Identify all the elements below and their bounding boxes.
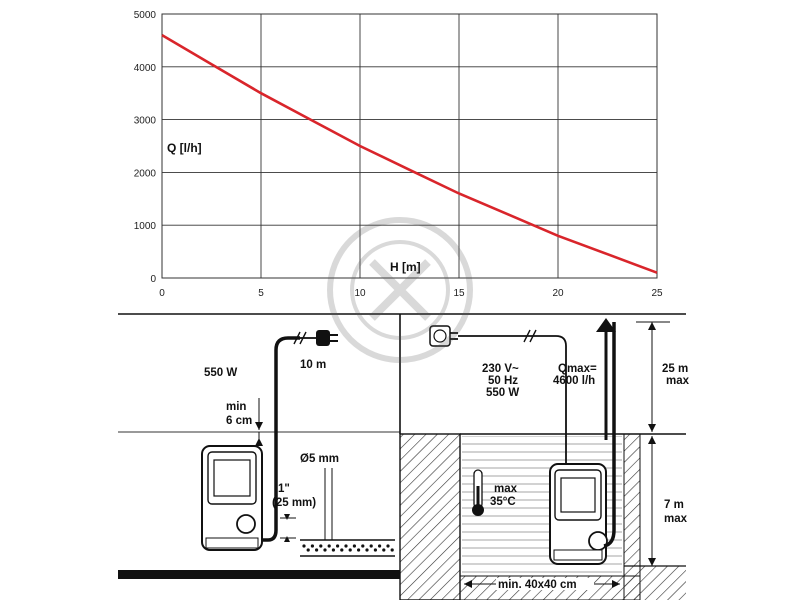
supply-label-line3: 550 W xyxy=(486,387,519,399)
min-depth-dimension xyxy=(255,398,263,446)
gravel-dot xyxy=(348,548,352,552)
gravel-dot xyxy=(373,548,377,552)
pit-width-dimension xyxy=(464,578,620,590)
head-label-line2: max xyxy=(666,375,690,387)
socket-icon xyxy=(429,325,458,347)
gravel-dot xyxy=(369,544,373,548)
qmax-label-line1: Qmax= xyxy=(558,363,597,375)
gravel-dot xyxy=(310,544,314,548)
gravel-dot xyxy=(319,544,323,548)
gravel-dot xyxy=(365,548,369,552)
cable-break xyxy=(293,331,301,345)
chart-plot-area xyxy=(161,13,658,279)
gravel-dot xyxy=(315,548,319,552)
gravel-dot xyxy=(390,548,394,552)
gravel-dot xyxy=(352,544,356,548)
gravel-dots xyxy=(302,544,394,552)
gravel-dot xyxy=(323,548,327,552)
performance-chart: 0 1000 2000 3000 4000 5000 0 5 10 15 20 25 Q [l/h]… xyxy=(134,10,663,299)
cable-right xyxy=(458,335,567,464)
particle-size-label: Ø5 mm xyxy=(300,453,339,465)
depth-label-line1: 7 m xyxy=(664,499,684,511)
min-depth-label-line1: min xyxy=(226,401,246,413)
gravel-dot xyxy=(327,544,331,548)
temp-label-line2: 35°C xyxy=(490,496,516,508)
y-tick-label: 0 xyxy=(150,274,156,285)
wall-hatched xyxy=(399,433,461,600)
gravel-dot xyxy=(357,548,361,552)
discharge-arrow xyxy=(596,318,616,440)
head-dimension xyxy=(636,321,670,432)
power-label: 550 W xyxy=(204,367,237,379)
supply-label-line2: 50 Hz xyxy=(488,375,518,387)
hose-size-dimension xyxy=(280,514,296,542)
x-tick-label: 15 xyxy=(453,288,465,299)
installation-diagram: 550 W 10 m min 6 cm 1" (25 mm) Ø5 mm 230… xyxy=(118,313,690,600)
gravel-dot xyxy=(344,544,348,548)
floor-slab xyxy=(118,570,400,579)
series-line-pump-curve xyxy=(161,33,658,274)
x-tick-label: 25 xyxy=(651,288,663,299)
y-axis-label: Q [l/h] xyxy=(167,141,202,155)
gravel-dot xyxy=(386,544,390,548)
thermometer-icon xyxy=(472,469,484,516)
xlabel-background xyxy=(387,257,427,274)
ylabel-background xyxy=(166,138,212,156)
hose-size-label-line1: 1" xyxy=(278,483,290,495)
qmax-label-line2: 4600 l/h xyxy=(553,375,595,387)
x-axis-ticks: 0 5 10 15 20 25 xyxy=(159,288,663,299)
cable-length-label: 10 m xyxy=(300,359,326,371)
supply-label-line1: 230 V~ xyxy=(482,363,519,375)
depth-label-line2: max xyxy=(664,513,688,525)
gravel-bed xyxy=(300,468,395,557)
x-axis-label: H [m] xyxy=(390,260,421,274)
gravel-dot xyxy=(382,548,386,552)
gravel-dot xyxy=(378,544,382,548)
gravel-dot xyxy=(306,548,310,552)
cable-break-2 xyxy=(299,331,307,345)
cable-break-right-2 xyxy=(529,329,537,343)
depth-dimension xyxy=(648,436,656,566)
pump-right xyxy=(549,463,608,565)
pit-wall-right xyxy=(623,433,641,600)
y-tick-label: 3000 xyxy=(134,116,157,127)
cable-break-right xyxy=(523,329,531,343)
watermark-logo xyxy=(327,217,473,363)
gravel-dot xyxy=(331,548,335,552)
x-tick-label: 10 xyxy=(354,288,366,299)
y-tick-label: 5000 xyxy=(134,10,157,21)
gravel-dot xyxy=(361,544,365,548)
x-tick-label: 5 xyxy=(258,288,264,299)
chart-grid xyxy=(161,13,658,279)
hose-left xyxy=(262,336,300,542)
y-axis-ticks: 0 1000 2000 3000 4000 5000 xyxy=(134,10,157,285)
hose-right xyxy=(603,322,616,548)
temp-label-line1: max xyxy=(494,483,518,495)
pump-left xyxy=(201,445,263,551)
plug-icon xyxy=(316,330,338,346)
hose-size-label-line2: (25 mm) xyxy=(272,497,316,509)
ground-hatched-right xyxy=(640,566,686,600)
gravel-dot xyxy=(302,544,306,548)
pit-width-label: min. 40x40 cm xyxy=(498,579,577,591)
x-tick-label: 20 xyxy=(552,288,564,299)
head-label-line1: 25 m xyxy=(662,363,688,375)
x-tick-label: 0 xyxy=(159,288,165,299)
min-depth-label-line2: 6 cm xyxy=(226,415,252,427)
y-tick-label: 1000 xyxy=(134,221,157,232)
gravel-dot xyxy=(336,544,340,548)
gravel-dot xyxy=(340,548,344,552)
y-tick-label: 4000 xyxy=(134,63,157,74)
y-tick-label: 2000 xyxy=(134,168,157,179)
